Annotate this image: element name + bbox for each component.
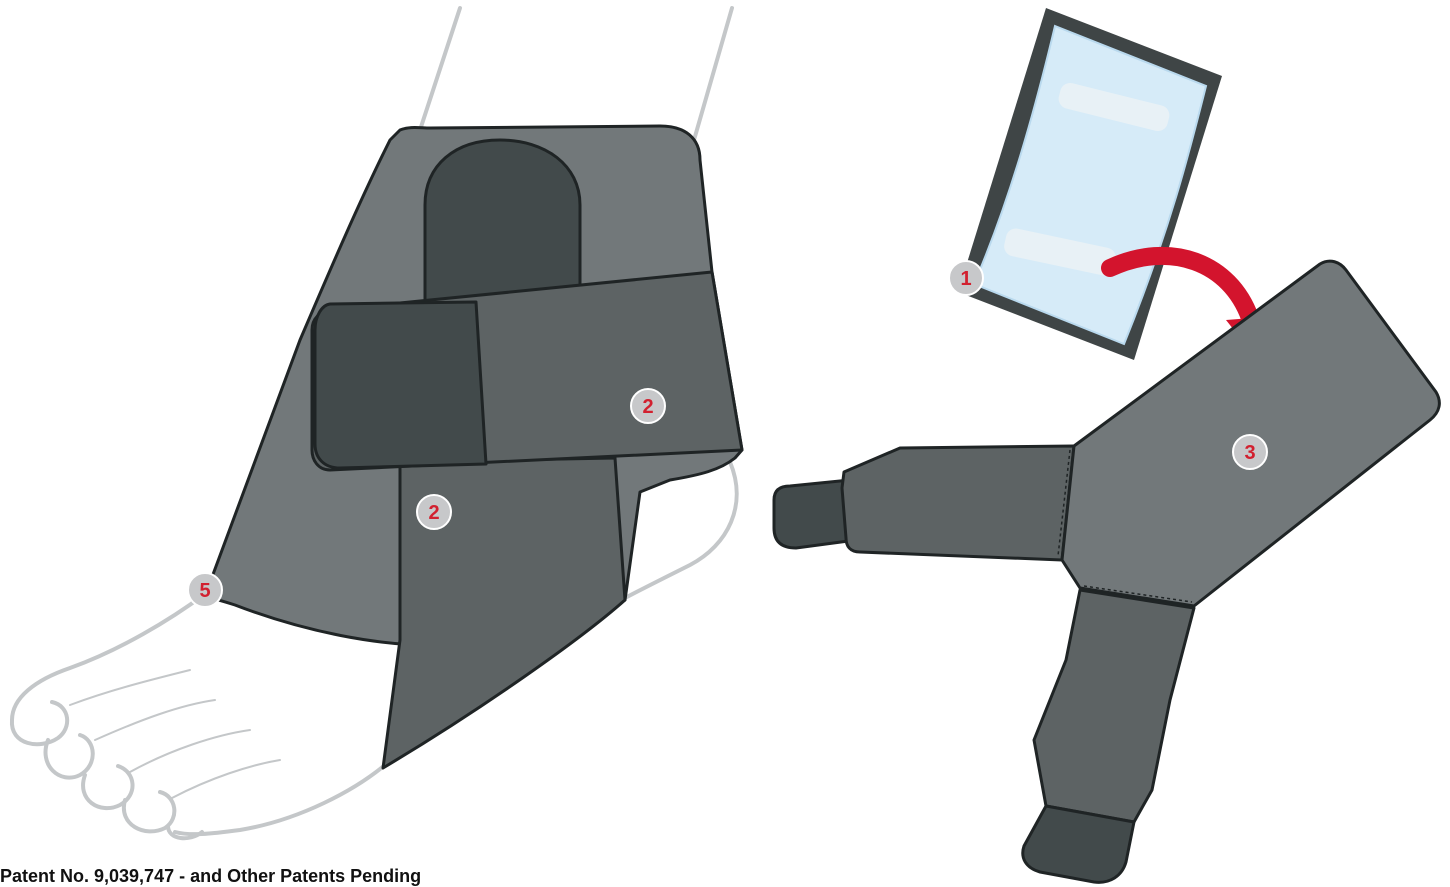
callout-strap-lower-label: 2 bbox=[428, 502, 439, 524]
callout-strap-lower: 2 bbox=[417, 495, 451, 529]
callout-ice-pack: 1 bbox=[949, 261, 983, 295]
leg-back-line bbox=[420, 8, 460, 130]
toe-1 bbox=[12, 702, 67, 744]
lower-arm-tip bbox=[1023, 806, 1134, 882]
leg-front-line bbox=[694, 8, 732, 140]
callout-strap-front: 2 bbox=[631, 389, 665, 423]
toe-crease-2 bbox=[95, 700, 215, 740]
callout-ice-pack-label: 1 bbox=[960, 268, 971, 290]
toe-crease-4 bbox=[172, 760, 280, 798]
callout-toe-marker-label: 5 bbox=[199, 580, 210, 602]
unfolded-brace bbox=[774, 261, 1439, 882]
toe-crease-3 bbox=[130, 730, 250, 772]
sole-line bbox=[175, 765, 385, 834]
left-arm bbox=[842, 446, 1074, 560]
lower-arm bbox=[1034, 590, 1194, 822]
callout-brace-panel: 3 bbox=[1233, 435, 1267, 469]
ice-pack-icon bbox=[958, 8, 1222, 360]
callout-brace-panel-label: 3 bbox=[1244, 442, 1255, 464]
brace-tongue bbox=[425, 140, 580, 310]
toe-crease-1 bbox=[70, 670, 190, 705]
strap-tab bbox=[315, 302, 486, 468]
callout-toe-marker: 5 bbox=[188, 573, 222, 607]
callout-strap-front-label: 2 bbox=[642, 396, 653, 418]
ankle-brace bbox=[205, 126, 742, 768]
foot-top-line bbox=[12, 594, 205, 720]
